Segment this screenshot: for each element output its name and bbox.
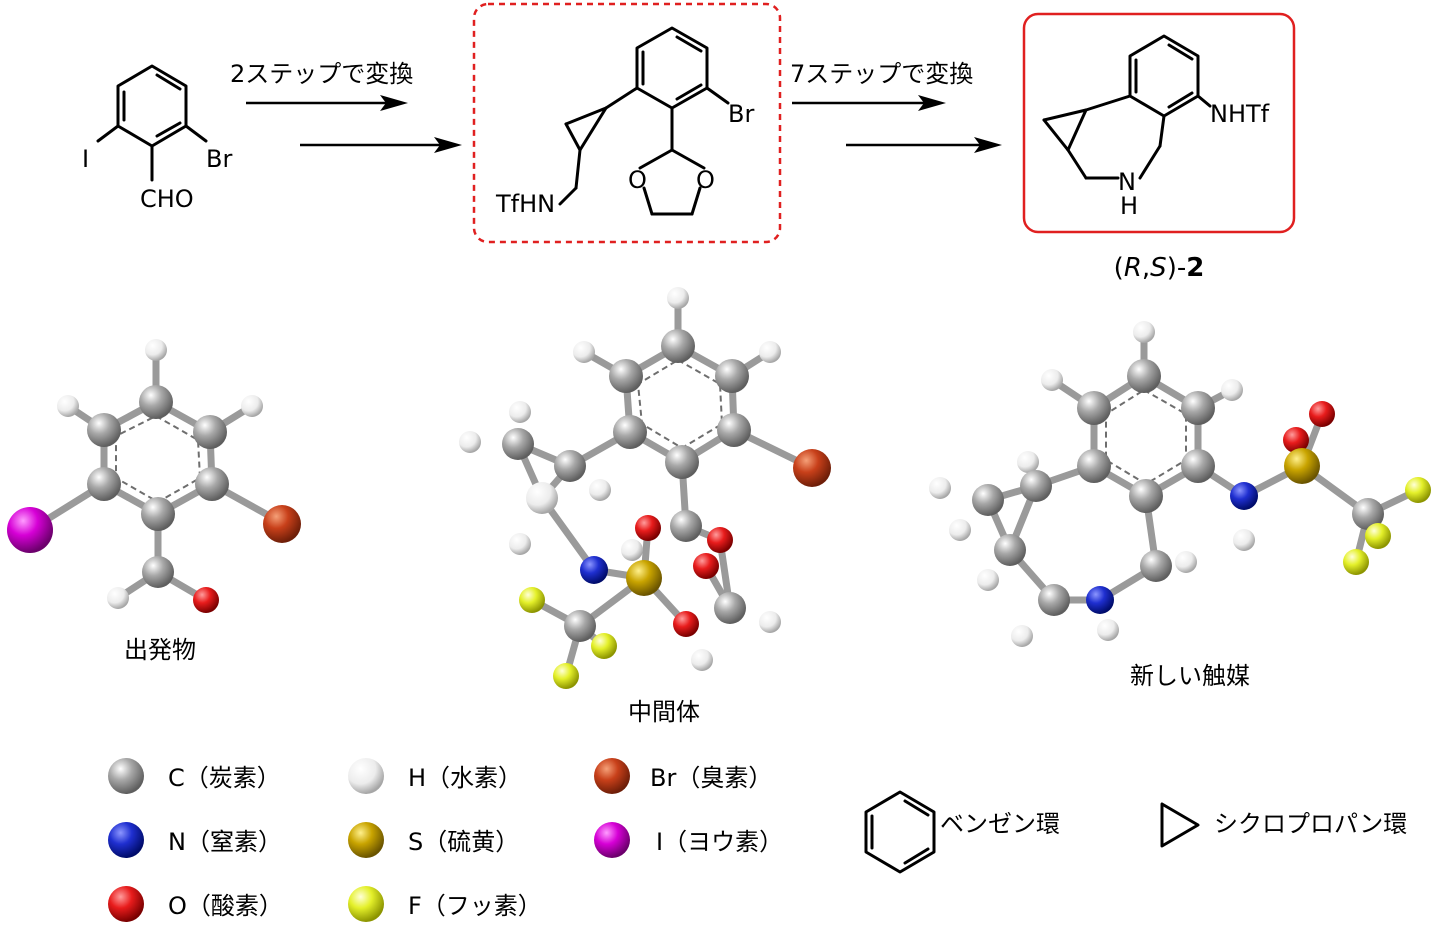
atom-nhtf: NHTf [1210, 100, 1270, 128]
reaction-arrow-1: 2ステップで変換 [230, 60, 462, 153]
caption-catalyst: 新しい触媒 [1130, 662, 1250, 690]
catalyst-model-3d [929, 321, 1431, 647]
triangle-icon [1160, 802, 1200, 848]
legend-label-sulfur: S（硫黄） [408, 828, 519, 856]
intermediate-highlight-box [472, 2, 782, 244]
atom-o-left: O [628, 166, 647, 194]
arrow-2-label: 7ステップで変換 [790, 60, 973, 88]
start-structure-2d: Br I CHO [82, 64, 232, 213]
legend-swatch-iodine [594, 822, 630, 858]
atom-cho: CHO [140, 185, 194, 213]
legend-swatch-nitrogen [108, 822, 144, 858]
legend-label-nitrogen: N（窒素） [168, 828, 282, 856]
product-highlight-box [1022, 12, 1296, 234]
legend-swatch-sulfur [348, 822, 384, 858]
legend-label-bromine: Br（臭素） [650, 764, 772, 792]
caption-intermediate: 中間体 [628, 698, 700, 726]
atom-tfhn: TfHN [495, 190, 555, 218]
compound-label: (R,S)-2 [1114, 253, 1205, 283]
legend-swatch-hydrogen [348, 758, 384, 794]
reaction-arrow-2: 7ステップで変換 [790, 60, 1002, 153]
legend-swatch-fluorine [348, 886, 384, 922]
caption-start: 出発物 [124, 636, 196, 664]
legend-swatch-bromine [594, 758, 630, 794]
product-structure-2d: NHTf N H [1042, 34, 1270, 220]
atom-h: H [1120, 192, 1138, 220]
atom-br: Br [206, 145, 232, 173]
atom-i: I [82, 145, 89, 173]
intermediate-structure-2d: Br O O TfHN [495, 26, 754, 218]
legend-label-iodine: I（ヨウ素） [656, 828, 783, 856]
ring-legend: ベンゼン環 シクロプロパン環 [864, 790, 1407, 874]
atom-legend: C（炭素） H（水素） Br（臭素） N（窒素） S（硫黄） I（ヨウ素） O（… [108, 758, 783, 922]
legend-swatch-carbon [108, 758, 144, 794]
arrow-1-label: 2ステップで変換 [230, 60, 413, 88]
atom-br: Br [728, 100, 754, 128]
legend-label-benzene: ベンゼン環 [940, 810, 1060, 838]
legend-label-cyclopropane: シクロプロパン環 [1214, 810, 1407, 838]
intermediate-model-3d [459, 287, 831, 689]
legend-label-fluorine: F（フッ素） [408, 892, 542, 920]
legend-swatch-oxygen [108, 886, 144, 922]
atom-n: N [1118, 168, 1136, 196]
benzene-ring-icon [864, 790, 936, 874]
legend-label-carbon: C（炭素） [168, 764, 281, 792]
atom-o-right: O [696, 166, 715, 194]
start-model-3d [7, 339, 301, 613]
legend-label-oxygen: O（酸素） [168, 892, 283, 920]
legend-label-hydrogen: H（水素） [408, 764, 522, 792]
